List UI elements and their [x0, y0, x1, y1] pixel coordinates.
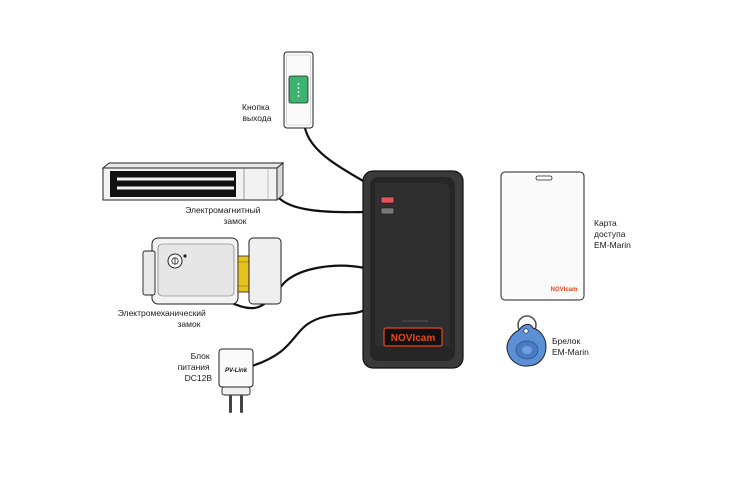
exit-button-label: Кнопка выхода — [242, 102, 272, 123]
lock-bolt — [237, 255, 250, 293]
magnetic-lock-label: Электромагнитный замок — [185, 205, 263, 226]
card-logo: NOVIcam — [551, 287, 578, 293]
exit-button-green-key — [288, 75, 309, 104]
card-reader-device: NOVIcam — [362, 170, 464, 369]
cables — [228, 126, 367, 368]
power-supply-device: PV-Link — [218, 348, 254, 413]
access-card-device: NOVIcam — [500, 171, 585, 301]
reader-led-red — [380, 196, 395, 204]
lock-strike-plate — [248, 237, 282, 305]
mechanical-lock-cable — [228, 264, 367, 310]
power-supply-cable — [250, 308, 367, 368]
reader-logo: NOVIcam — [391, 333, 436, 344]
power-supply-label: Блок питания DC12B — [178, 351, 213, 383]
reader-led-gray — [380, 207, 395, 215]
access-card-label: Карта доступа EM-Marin — [594, 218, 631, 250]
magnetic-lock-device — [101, 162, 285, 201]
psu-logo: PV-Link — [225, 368, 248, 374]
mechanical-lock-label: Электромеханический замок — [118, 308, 208, 329]
key-fob-label: Брелок EM-Marin — [552, 336, 589, 357]
key-fob-device — [506, 315, 547, 367]
reader-logo-plate — [383, 327, 443, 347]
exit-button-cable — [303, 126, 367, 184]
exit-button-device — [283, 51, 314, 129]
mechanical-lock-device — [142, 237, 282, 305]
magnetic-lock-cable — [276, 195, 367, 214]
exit-button-arrow-icon — [297, 83, 300, 97]
